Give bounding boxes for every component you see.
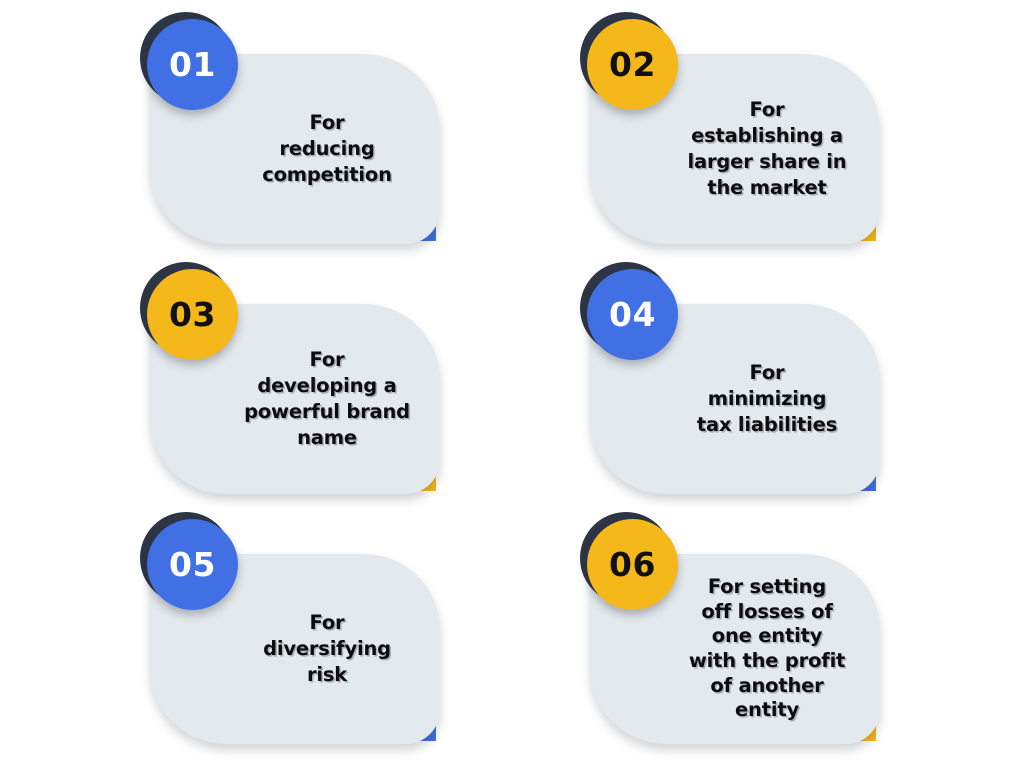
card-text-06: For setting off losses of one entity wit…: [688, 575, 846, 722]
card-text-02: For establishing a larger share in the m…: [687, 98, 847, 199]
info-card-05[interactable]: For diversifying risk 05: [128, 506, 468, 756]
number-badge-05[interactable]: 05: [140, 512, 238, 610]
badge-circle-01: 01: [147, 19, 238, 110]
card-text-05: For diversifying risk: [263, 611, 391, 686]
card-text-03: For developing a powerful brand name: [244, 348, 410, 449]
badge-number-label-06: 06: [609, 545, 656, 584]
info-card-01[interactable]: For reducing competition 01: [128, 6, 468, 256]
badge-number-label-03: 03: [169, 295, 216, 334]
badge-number-label-01: 01: [169, 45, 216, 84]
card-text-04: For minimizing tax liabilities: [696, 361, 838, 436]
info-card-02[interactable]: For establishing a larger share in the m…: [568, 6, 908, 256]
info-card-06[interactable]: For setting off losses of one entity wit…: [568, 506, 908, 756]
info-card-04[interactable]: For minimizing tax liabilities 04: [568, 256, 908, 506]
number-badge-02[interactable]: 02: [580, 12, 678, 110]
card-panel-02: For establishing a larger share in the m…: [590, 54, 880, 244]
number-badge-04[interactable]: 04: [580, 262, 678, 360]
number-badge-01[interactable]: 01: [140, 12, 238, 110]
badge-circle-03: 03: [147, 269, 238, 360]
badge-circle-06: 06: [587, 519, 678, 610]
info-card-03[interactable]: For developing a powerful brand name 03: [128, 256, 468, 506]
badge-circle-05: 05: [147, 519, 238, 610]
badge-number-label-05: 05: [169, 545, 216, 584]
badge-circle-04: 04: [587, 269, 678, 360]
number-badge-06[interactable]: 06: [580, 512, 678, 610]
card-text-01: For reducing competition: [262, 111, 392, 186]
number-badge-03[interactable]: 03: [140, 262, 238, 360]
badge-number-label-02: 02: [609, 45, 656, 84]
badge-number-label-04: 04: [609, 295, 656, 334]
badge-circle-02: 02: [587, 19, 678, 110]
